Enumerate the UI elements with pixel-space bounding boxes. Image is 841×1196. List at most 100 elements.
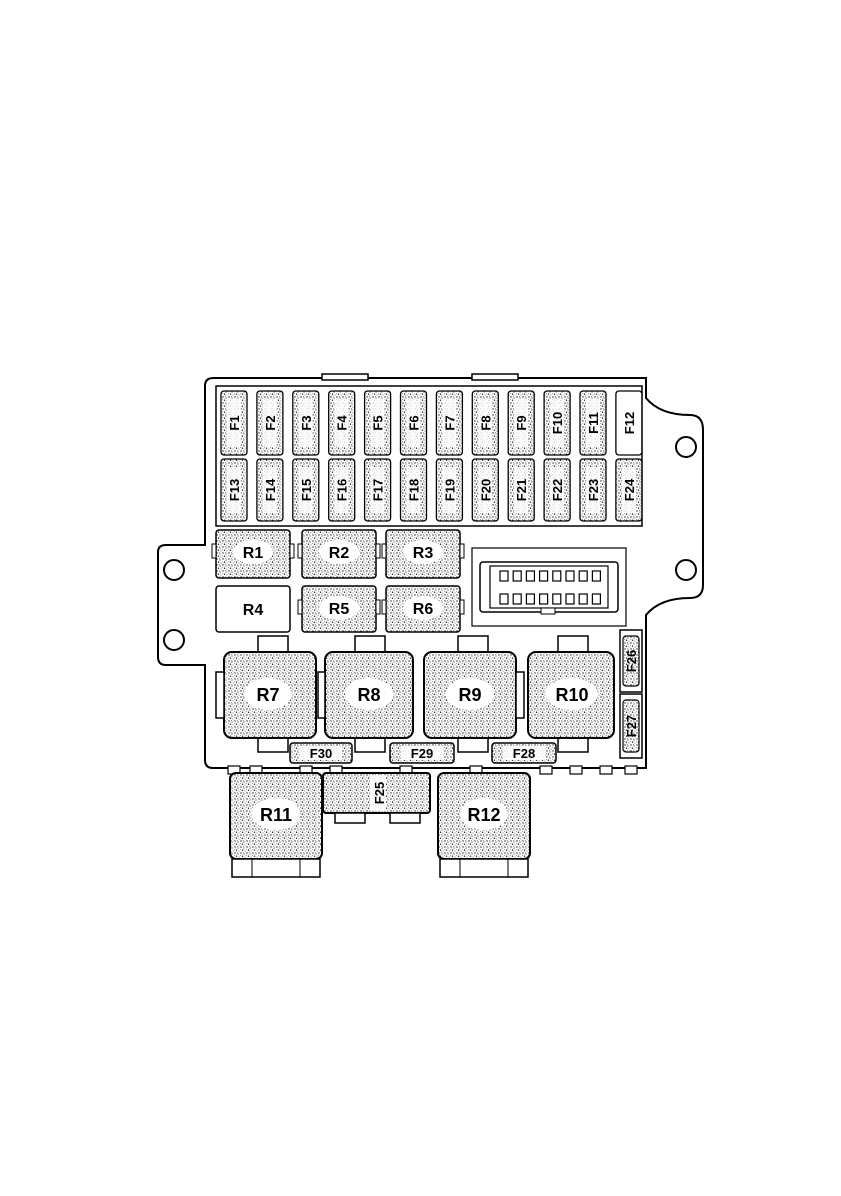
relay-label: R6 (413, 601, 434, 618)
fuse-f10[interactable]: F10 (544, 391, 570, 455)
relay-label: R11 (260, 805, 292, 825)
fuse-f22[interactable]: F22 (544, 459, 570, 521)
mount-hole (676, 560, 696, 580)
fuse-label: F29 (411, 746, 433, 761)
connector-pin (566, 571, 574, 581)
fuse-label: F12 (622, 412, 637, 434)
fuse-label: F21 (514, 479, 529, 501)
relay-label: R4 (243, 602, 264, 619)
relay-label: R8 (357, 685, 380, 705)
fuse-f27[interactable]: F27 (620, 694, 642, 758)
fuse-label: F2 (263, 415, 278, 430)
fuse-f14[interactable]: F14 (257, 459, 283, 521)
fuse-label: F13 (227, 479, 242, 501)
relay-label: R3 (413, 545, 434, 562)
connector-pin (592, 594, 600, 604)
mount-hole (164, 630, 184, 650)
relay-r1[interactable]: R1 (212, 530, 294, 578)
fuse-label: F8 (478, 415, 493, 430)
relay-label: R2 (329, 545, 350, 562)
fuse-label: F19 (442, 479, 457, 501)
fuse-label: F23 (586, 479, 601, 501)
connector-pin (526, 594, 534, 604)
fuse-f3[interactable]: F3 (293, 391, 319, 455)
connector-pin (579, 594, 587, 604)
fuse-f6[interactable]: F6 (401, 391, 427, 455)
relay-r10[interactable]: R10 (528, 652, 614, 738)
relay-label: R12 (467, 805, 500, 825)
relay-r6[interactable]: R6 (382, 586, 464, 632)
fuse-label: F1 (227, 415, 242, 430)
fuse-f5[interactable]: F5 (365, 391, 391, 455)
fuse-f9[interactable]: F9 (508, 391, 534, 455)
relay-r12[interactable]: R12 (438, 773, 530, 877)
connector-pin (500, 594, 508, 604)
relay-label: R10 (555, 685, 588, 705)
connector-pin (513, 594, 521, 604)
fuse-f8[interactable]: F8 (472, 391, 498, 455)
connector-pin (592, 571, 600, 581)
fuse-f30[interactable]: F30 (290, 743, 352, 763)
connector-pin (526, 571, 534, 581)
fuse-label: F10 (550, 412, 565, 434)
fuse-f26[interactable]: F26 (620, 630, 642, 692)
fuse-f16[interactable]: F16 (329, 459, 355, 521)
relay-r9[interactable]: R9 (424, 652, 524, 738)
connector-block (472, 548, 626, 626)
fuse-f24[interactable]: F24 (616, 459, 642, 521)
fuse-f13[interactable]: F13 (221, 459, 247, 521)
connector-pin (566, 594, 574, 604)
fuse-f12[interactable]: F12 (616, 391, 642, 455)
fuse-label: F14 (263, 478, 278, 501)
relay-r5[interactable]: R5 (298, 586, 380, 632)
connector-pin (579, 571, 587, 581)
fuse-f4[interactable]: F4 (329, 391, 355, 455)
relay-r3[interactable]: R3 (382, 530, 464, 578)
fuse-f15[interactable]: F15 (293, 459, 319, 521)
fuse-label: F6 (407, 415, 422, 430)
fuse-label: F3 (299, 415, 314, 430)
fuse-f19[interactable]: F19 (436, 459, 462, 521)
relay-label: R7 (256, 685, 279, 705)
fuse-f7[interactable]: F7 (436, 391, 462, 455)
fuse-f20[interactable]: F20 (472, 459, 498, 521)
fuse-label: F26 (624, 650, 639, 672)
fuse-label: F30 (310, 746, 332, 761)
fuse-label: F22 (550, 479, 565, 501)
relay-r11[interactable]: R11 (230, 773, 322, 877)
mount-hole (164, 560, 184, 580)
fuse-label: F25 (372, 782, 387, 804)
fuse-label: F4 (335, 415, 350, 431)
connector-pin (540, 594, 548, 604)
relay-label: R1 (243, 545, 264, 562)
fuse-f23[interactable]: F23 (580, 459, 606, 521)
fuse-f18[interactable]: F18 (401, 459, 427, 521)
fuse-f28[interactable]: F28 (492, 743, 556, 763)
fuse-label: F27 (624, 715, 639, 737)
fuse-f29[interactable]: F29 (390, 743, 454, 763)
relay-r4[interactable]: R4 (216, 586, 290, 632)
fuse-label: F17 (371, 479, 386, 501)
fuse-f21[interactable]: F21 (508, 459, 534, 521)
fuse-label: F9 (514, 415, 529, 430)
relay-label: R5 (329, 601, 350, 618)
relay-r2[interactable]: R2 (298, 530, 380, 578)
fuse-label: F28 (513, 746, 535, 761)
connector-pin (553, 594, 561, 604)
fuse-label: F7 (442, 415, 457, 430)
relay-r8[interactable]: R8 (318, 652, 413, 738)
fuse-f2[interactable]: F2 (257, 391, 283, 455)
fuse-label: F24 (622, 478, 637, 501)
fuse-f11[interactable]: F11 (580, 391, 606, 455)
fuse-f17[interactable]: F17 (365, 459, 391, 521)
relay-label: R9 (458, 685, 481, 705)
fuse-label: F20 (478, 479, 493, 501)
fuse-f25[interactable]: F25 (323, 773, 430, 823)
connector-pin (553, 571, 561, 581)
fuse-f1[interactable]: F1 (221, 391, 247, 455)
relay-r7[interactable]: R7 (216, 652, 316, 738)
connector-pin (540, 571, 548, 581)
fuse-label: F15 (299, 479, 314, 501)
